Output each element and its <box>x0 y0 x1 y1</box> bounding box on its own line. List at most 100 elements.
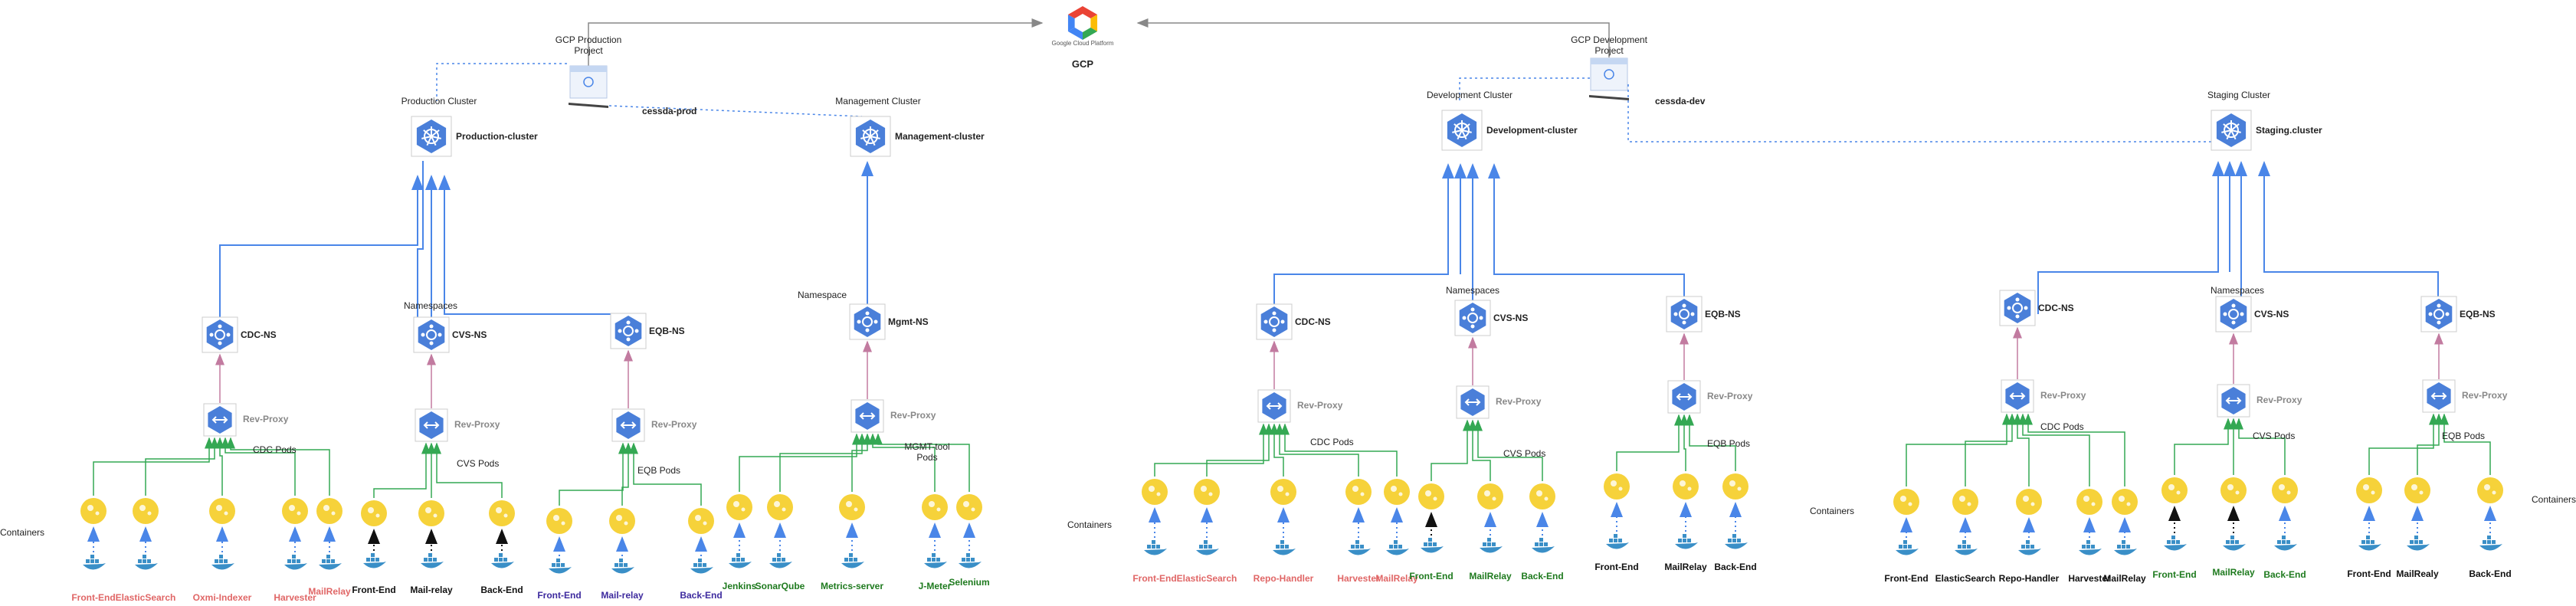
namespace-name: CDC-NS <box>241 329 277 340</box>
pod-to-proxy-arrow <box>1270 423 1284 477</box>
container-box <box>698 559 702 562</box>
rev-proxy-icon <box>1262 392 1286 420</box>
container-name: SonarQube <box>755 581 805 591</box>
pod-to-proxy-arrow <box>1616 414 1683 471</box>
prod-cluster-dashed-link <box>436 63 567 101</box>
pod-highlight <box>375 513 380 518</box>
whale-body <box>1480 546 1503 553</box>
pod-icon <box>1345 479 1372 505</box>
container-name: Front-End <box>1409 571 1454 581</box>
namespace-node <box>626 337 631 342</box>
google-cloud-logo <box>1067 6 1098 40</box>
container-box <box>292 555 296 559</box>
pod-circle <box>209 498 235 524</box>
pod-to-proxy-arrow <box>629 442 702 506</box>
pods-label: EQB Pods <box>2442 431 2486 441</box>
pod-highlight <box>496 507 502 513</box>
whale-body <box>1421 546 1444 553</box>
pod-highlight <box>616 515 622 521</box>
container-box <box>2126 545 2130 549</box>
pod-icon <box>2161 477 2188 503</box>
pod-circle <box>489 500 515 526</box>
container-name: MailRelay <box>1375 573 1418 584</box>
container-box <box>86 559 90 563</box>
container-box <box>2492 540 2496 544</box>
pod-highlight <box>2235 490 2240 495</box>
namespace-node <box>1280 319 1285 324</box>
pod-highlight <box>2371 490 2375 495</box>
whale-body <box>2358 544 2381 551</box>
pod-icon <box>2076 489 2102 515</box>
container-box <box>962 558 965 562</box>
pod-icon <box>1477 483 1503 509</box>
docker-container-icon <box>2407 536 2430 551</box>
namespace-core <box>426 329 437 340</box>
container-box <box>619 559 623 562</box>
pods-label: CDC Pods <box>2040 421 2084 432</box>
pod-highlight <box>553 515 559 521</box>
container-name: Back-End <box>2263 569 2306 580</box>
container-box <box>971 558 975 562</box>
bidirectional-arrow <box>2430 392 2447 400</box>
container-box <box>147 559 151 563</box>
container-box <box>2030 545 2034 549</box>
container-box <box>2282 536 2286 539</box>
project-symbol <box>1604 69 1614 80</box>
container-box <box>1908 545 1912 549</box>
pod-to-proxy-arrow <box>2234 418 2286 475</box>
pod-highlight <box>1360 492 1365 496</box>
container-name: Harvester <box>274 592 316 603</box>
docker-container-icon <box>2114 540 2137 555</box>
container-box <box>2286 540 2290 544</box>
whale-body <box>135 563 158 570</box>
container-box <box>90 555 94 559</box>
container-name: Mail-relay <box>410 585 453 595</box>
whale-body <box>1348 549 1371 555</box>
rev-proxy-label: Rev-Proxy <box>2040 390 2086 401</box>
pods-label: CDC Pods <box>253 444 297 455</box>
helm-spoke <box>1461 123 1470 131</box>
pod-to-proxy-arrow <box>373 442 431 498</box>
namespace-core <box>215 329 225 340</box>
container-box <box>936 558 940 562</box>
helm-spoke <box>426 136 432 146</box>
container-box <box>1539 542 1543 546</box>
pod-icon <box>1270 479 1296 505</box>
pod-icon <box>839 494 865 520</box>
container-name: Front-End <box>537 590 582 601</box>
container-name: Back-End <box>680 590 723 601</box>
rev-proxy-icon <box>1672 383 1696 411</box>
bidirectional-arrow <box>211 416 228 424</box>
namespace-core <box>2228 309 2239 319</box>
container-box <box>561 563 565 567</box>
pod-to-proxy-arrow <box>432 442 503 498</box>
container-box <box>2483 540 2486 544</box>
namespace-node <box>634 329 639 333</box>
container-box <box>499 558 503 562</box>
pod-highlight <box>1680 480 1686 486</box>
container-box <box>782 558 785 562</box>
pod-circle <box>726 494 752 520</box>
container-box <box>371 558 375 562</box>
namespace-node <box>226 332 231 337</box>
pod-to-proxy-arrow <box>1906 413 2011 486</box>
logo-segment <box>1083 28 1098 40</box>
namespace-node <box>2428 312 2433 316</box>
namespace-node <box>2015 297 2020 302</box>
helm-spoke <box>865 136 871 146</box>
container-name: Harvester <box>1337 573 1380 584</box>
pod-circle <box>1529 483 1555 509</box>
container-name: ElasticSearch <box>1935 573 1996 584</box>
docker-container-icon <box>2274 536 2297 551</box>
namespace-name: EQB-NS <box>649 326 685 336</box>
container-box <box>143 559 146 563</box>
pod-icon <box>282 498 308 524</box>
namespace-node <box>2007 306 2011 310</box>
pod-icon <box>956 494 982 520</box>
bidirectional-arrow <box>423 421 440 429</box>
container-box <box>90 559 94 563</box>
pod-to-proxy-arrow <box>93 437 214 496</box>
pod-to-proxy-arrow <box>221 437 296 496</box>
namespace-name: CDC-NS <box>2038 303 2074 313</box>
